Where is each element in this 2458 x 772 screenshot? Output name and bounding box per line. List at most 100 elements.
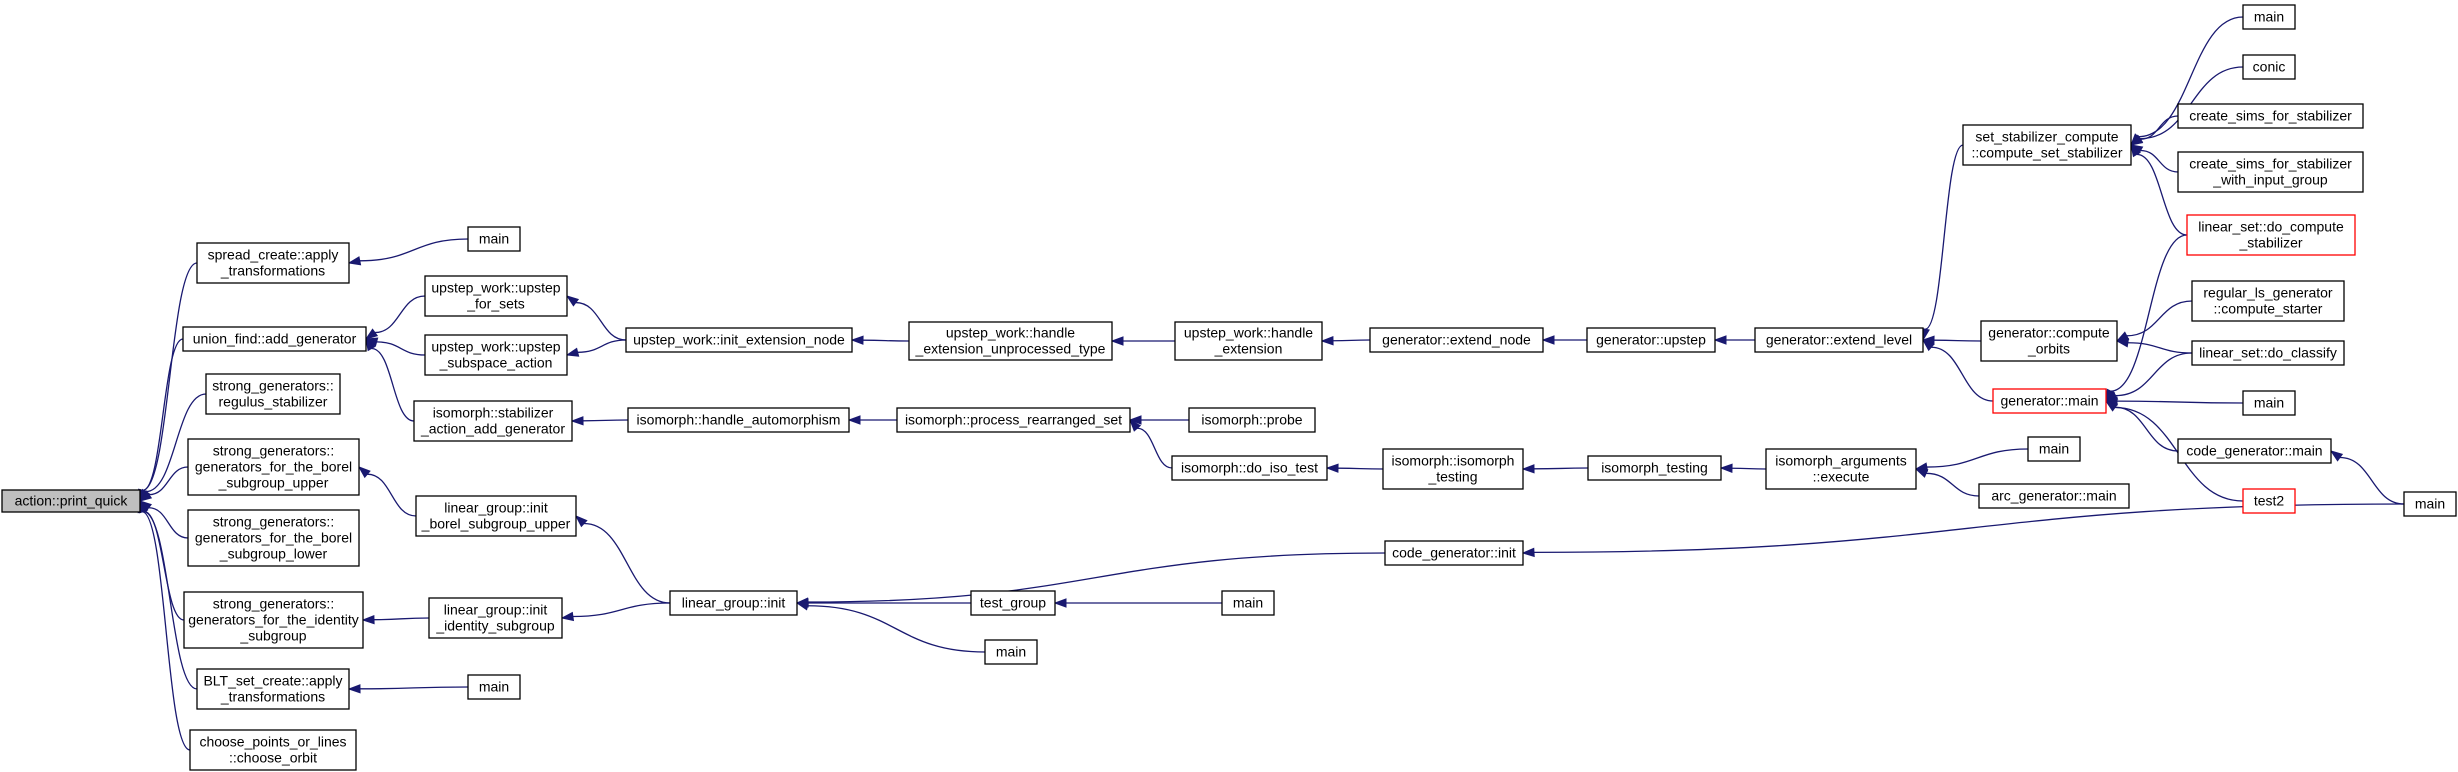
node-uw-handle-ext[interactable]: upstep_work::handle_extension bbox=[1174, 321, 1323, 361]
node-uw-sets[interactable]: upstep_work::upstep_for_sets bbox=[424, 275, 568, 317]
node-box bbox=[970, 590, 1056, 616]
node-cg-init[interactable]: code_generator::init bbox=[1384, 540, 1524, 566]
node-box bbox=[2177, 438, 2332, 464]
node-box bbox=[1765, 448, 1917, 490]
edge-conic-to-ssc-compute bbox=[2140, 66, 2244, 140]
node-box bbox=[424, 275, 568, 317]
node-main-iso[interactable]: main bbox=[2027, 436, 2081, 462]
edge-cg-init-to-lg-init bbox=[807, 552, 1386, 603]
node-lg-init-borel[interactable]: linear_group::init_borel_subgroup_upper bbox=[415, 495, 577, 537]
node-iso-handle-auto[interactable]: isomorph::handle_automorphism bbox=[627, 407, 850, 433]
node-box bbox=[2242, 4, 2296, 30]
node-uf-add[interactable]: union_find::add_generator bbox=[182, 326, 367, 352]
edge-uw-subspace-to-uf-add bbox=[376, 341, 426, 356]
node-box bbox=[205, 373, 341, 415]
node-label: upstep_work::handle bbox=[1184, 325, 1313, 341]
node-lg-init-identity[interactable]: linear_group::init_identity_subgroup bbox=[428, 597, 563, 639]
node-iso-stab-add[interactable]: isomorph::stabilizer_action_add_generato… bbox=[413, 400, 573, 442]
node-box bbox=[428, 597, 563, 639]
node-ls-do-compute[interactable]: linear_set::do_compute_stabilizer bbox=[2186, 214, 2356, 256]
node-box bbox=[415, 495, 577, 537]
node-choose-points[interactable]: choose_points_or_lines::choose_orbit bbox=[189, 729, 357, 771]
edge-isomorph-testing-to-iso-iso-testing bbox=[1533, 467, 1589, 470]
edge-iso-iso-testing-to-iso-do-iso bbox=[1337, 467, 1384, 470]
node-rls-compute-starter[interactable]: regular_ls_generator::compute_starter bbox=[2191, 280, 2345, 322]
edge-main-far-to-cg-main bbox=[2339, 456, 2405, 505]
node-ls-do-classify[interactable]: linear_set::do_classify bbox=[2191, 340, 2345, 366]
node-css-input[interactable]: create_sims_for_stabilizer_with_input_gr… bbox=[2177, 151, 2364, 193]
node-sg-regulus[interactable]: strong_generators::regulus_stabilizer bbox=[205, 373, 341, 415]
node-uw-subspace[interactable]: upstep_work::upstep_subspace_action bbox=[424, 334, 568, 376]
arrowhead bbox=[847, 415, 861, 425]
node-box bbox=[896, 407, 1131, 433]
node-test-group[interactable]: test_group bbox=[970, 590, 1056, 616]
node-lg-init[interactable]: linear_group::init bbox=[669, 590, 798, 616]
node-main-tg[interactable]: main bbox=[1221, 590, 1275, 616]
node-label: _stabilizer bbox=[2238, 235, 2302, 251]
node-main-ss[interactable]: main bbox=[2242, 4, 2296, 30]
arrowhead bbox=[138, 490, 153, 502]
node-gen-main[interactable]: generator::main bbox=[1992, 388, 2107, 414]
node-iso-args-exec[interactable]: isomorph_arguments::execute bbox=[1765, 448, 1917, 490]
node-uw-init-ext[interactable]: upstep_work::init_extension_node bbox=[625, 327, 853, 353]
arrowhead bbox=[570, 416, 584, 426]
edge-iso-do-iso-to-iso-process bbox=[1137, 427, 1173, 469]
node-label: isomorph_testing bbox=[1601, 460, 1708, 476]
edge-rls-compute-starter-to-gen-compute-orbits bbox=[2126, 300, 2193, 337]
node-label: strong_generators:: bbox=[213, 596, 334, 612]
node-iso-probe[interactable]: isomorph::probe bbox=[1188, 407, 1316, 433]
node-sg-borel-upper[interactable]: strong_generators::generators_for_the_bo… bbox=[187, 438, 360, 496]
node-label: code_generator::init bbox=[1392, 545, 1516, 561]
node-uw-handle-unproc[interactable]: upstep_work::handle_extension_unprocesse… bbox=[908, 321, 1113, 361]
arrowhead bbox=[1719, 463, 1733, 473]
node-label: linear_group::init bbox=[444, 602, 548, 618]
node-box bbox=[196, 668, 350, 710]
node-iso-do-iso[interactable]: isomorph::do_iso_test bbox=[1171, 455, 1328, 481]
node-gen-extend-node[interactable]: generator::extend_node bbox=[1369, 327, 1544, 353]
node-label: _extension bbox=[1214, 341, 1283, 357]
node-box bbox=[187, 438, 360, 496]
edge-lg-init-to-lg-init-borel bbox=[584, 522, 671, 604]
node-spread-apply[interactable]: spread_create::apply_transformations bbox=[196, 242, 350, 284]
node-box bbox=[189, 729, 357, 771]
node-conic[interactable]: conic bbox=[2242, 54, 2296, 80]
node-css[interactable]: create_sims_for_stabilizer bbox=[2177, 103, 2364, 129]
node-box bbox=[627, 407, 850, 433]
node-main-lg[interactable]: main bbox=[984, 639, 1038, 665]
node-label: test2 bbox=[2254, 493, 2285, 509]
node-iso-iso-testing[interactable]: isomorph::isomorph_testing bbox=[1382, 448, 1524, 490]
node-gen-compute-orbits[interactable]: generator::compute_orbits bbox=[1980, 320, 2118, 362]
node-box bbox=[1978, 483, 2130, 509]
node-gen-upstep[interactable]: generator::upstep bbox=[1586, 327, 1716, 353]
node-label: _borel_subgroup_upper bbox=[421, 516, 571, 532]
node-box bbox=[413, 400, 573, 442]
edge-main-blt-to-blt-apply bbox=[359, 686, 469, 690]
arrowhead bbox=[2104, 400, 2119, 412]
node-main-far[interactable]: main bbox=[2403, 491, 2457, 517]
node-cg-main[interactable]: code_generator::main bbox=[2177, 438, 2332, 464]
node-iso-process[interactable]: isomorph::process_rearranged_set bbox=[896, 407, 1131, 433]
node-main-g[interactable]: main bbox=[2242, 390, 2296, 416]
node-gen-extend-level[interactable]: generator::extend_level bbox=[1754, 327, 1924, 353]
node-main-blt[interactable]: main bbox=[467, 674, 521, 700]
node-sg-identity[interactable]: strong_generators::generators_for_the_id… bbox=[183, 591, 364, 649]
node-blt-apply[interactable]: BLT_set_create::apply_transformations bbox=[196, 668, 350, 710]
node-isomorph-testing[interactable]: isomorph_testing bbox=[1587, 455, 1722, 481]
node-box bbox=[2191, 280, 2345, 322]
node-label: generator::compute bbox=[1988, 325, 2110, 341]
node-label: generators_for_the_borel bbox=[195, 459, 352, 475]
node-label: strong_generators:: bbox=[213, 443, 334, 459]
node-arc-gen-main[interactable]: arc_generator::main bbox=[1978, 483, 2130, 509]
node-label: create_sims_for_stabilizer bbox=[2189, 156, 2352, 172]
node-sg-borel-lower[interactable]: strong_generators::generators_for_the_bo… bbox=[187, 509, 360, 567]
node-test2[interactable]: test2 bbox=[2242, 488, 2296, 514]
arrowhead bbox=[1921, 339, 1935, 352]
node-ssc-compute[interactable]: set_stabilizer_compute::compute_set_stab… bbox=[1962, 124, 2132, 166]
arrowhead bbox=[1541, 335, 1555, 345]
node-box bbox=[182, 326, 367, 352]
node-root[interactable]: action::print_quick bbox=[1, 489, 141, 513]
node-box bbox=[1754, 327, 1924, 353]
node-box bbox=[2186, 214, 2356, 256]
node-main-a[interactable]: main bbox=[467, 226, 521, 252]
